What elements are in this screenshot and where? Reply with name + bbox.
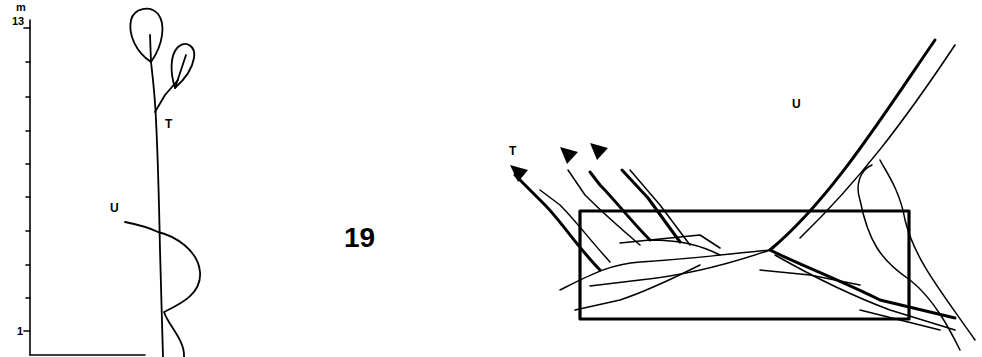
tree-profile [125,9,200,357]
tree-label: T [509,145,516,157]
scale-value: 1 [17,326,23,337]
detail-frame [580,211,909,319]
liana-label: U [110,202,119,214]
root-detail [515,40,975,350]
scale-bar [24,20,145,355]
direction-arrows [510,143,608,182]
liana-label: U [792,98,801,110]
scale-unit: m [16,2,26,13]
tree-label: T [165,118,172,130]
scale-value: 13 [12,16,24,27]
figure-number: 19 [344,224,375,252]
